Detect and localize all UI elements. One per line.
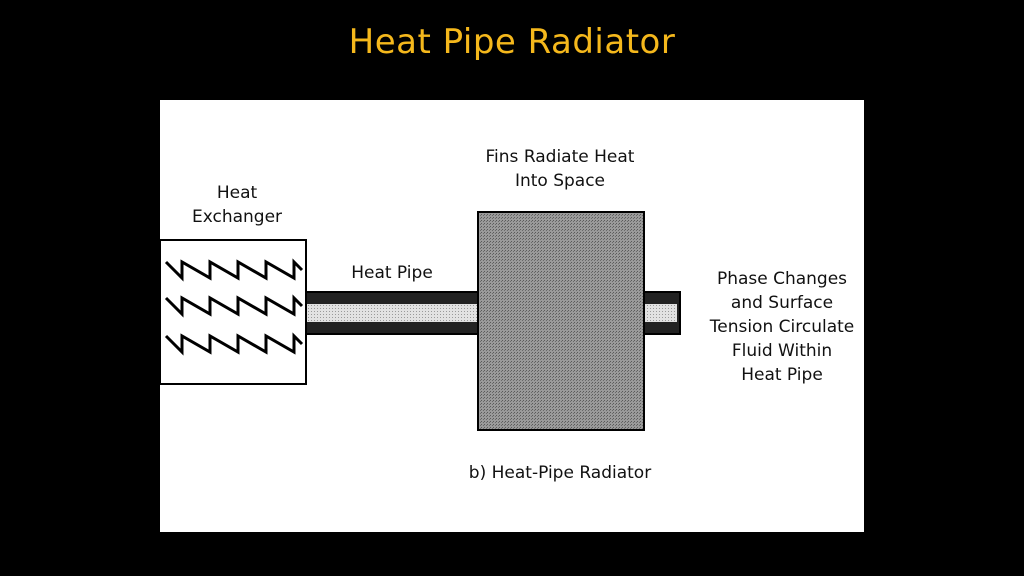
slide-title: Heat Pipe Radiator — [348, 22, 676, 62]
fin-block — [477, 211, 645, 431]
coil-3 — [164, 332, 304, 356]
coil-1 — [164, 258, 304, 282]
heat-pipe-right — [643, 291, 681, 335]
diagram-caption: b) Heat-Pipe Radiator — [469, 463, 651, 483]
label-fins-2: Into Space — [515, 171, 605, 191]
heat-exchanger — [160, 239, 307, 385]
label-heat-pipe: Heat Pipe — [351, 263, 433, 283]
label-phase-1: Phase Changes — [717, 269, 847, 289]
diagram-panel: Heat Exchanger Fins Radiate Heat Into Sp… — [160, 100, 864, 532]
coil-2 — [164, 294, 304, 318]
label-phase-5: Heat Pipe — [741, 365, 823, 385]
label-phase-4: Fluid Within — [732, 341, 832, 361]
label-fins-1: Fins Radiate Heat — [486, 147, 635, 167]
heat-pipe-radiator-diagram: Heat Exchanger Fins Radiate Heat Into Sp… — [160, 147, 854, 483]
heat-pipe-left — [305, 291, 479, 335]
label-heat-exchanger-1: Heat — [217, 183, 258, 203]
label-heat-exchanger-2: Exchanger — [192, 207, 282, 227]
label-phase-3: Tension Circulate — [709, 317, 854, 337]
label-phase-2: and Surface — [731, 293, 833, 313]
